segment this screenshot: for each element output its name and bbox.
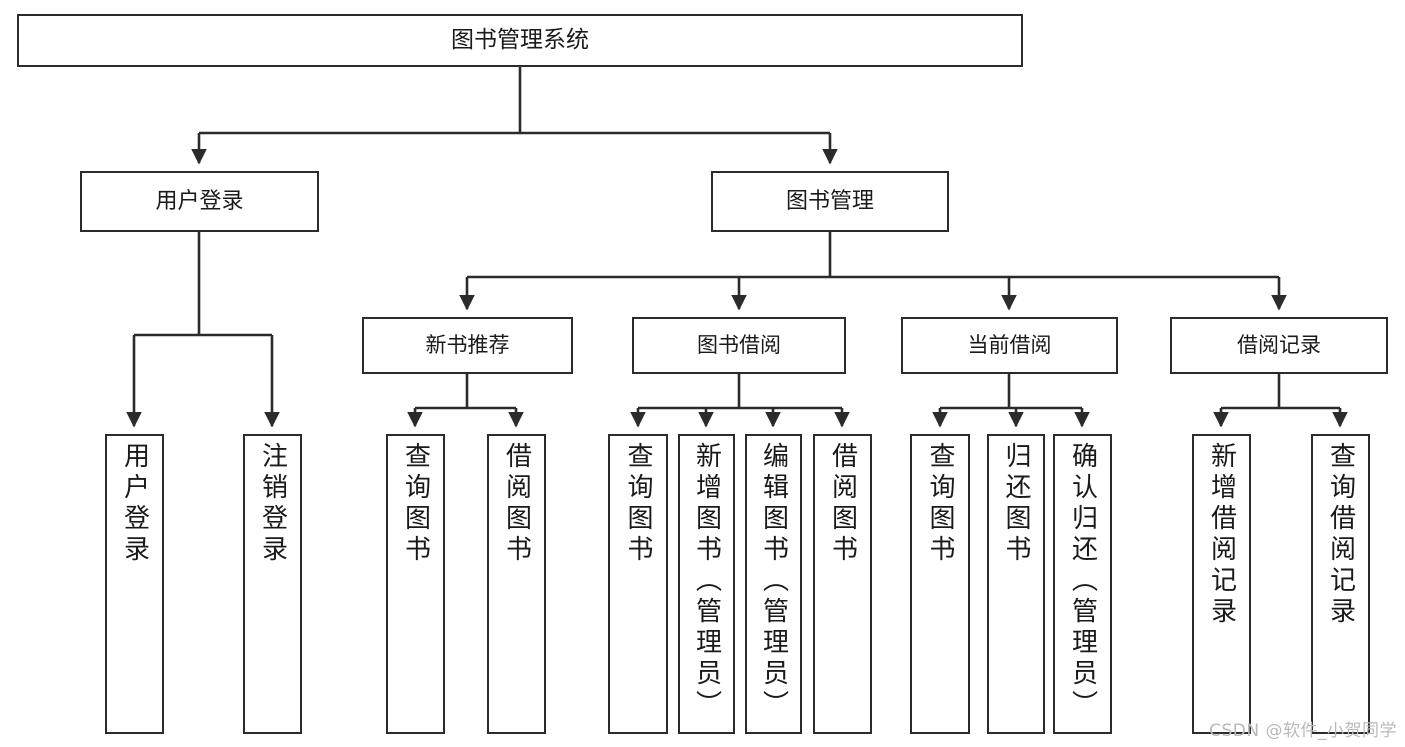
csdn-watermark: CSDN @软件_小贺同学	[1209, 721, 1397, 741]
node-user-login-label: 用户登录	[155, 188, 244, 214]
node-leaf-add-record[interactable]: 新增借阅记录	[1192, 434, 1251, 734]
node-root[interactable]: 图书管理系统	[17, 14, 1023, 67]
node-leaf-borrow-book-rec-label: 借阅图书	[501, 442, 532, 566]
node-leaf-edit-book-label: 编辑图书（管理员）	[758, 442, 789, 721]
node-root-label: 图书管理系统	[451, 27, 589, 53]
node-user-login[interactable]: 用户登录	[80, 171, 319, 232]
node-leaf-edit-book[interactable]: 编辑图书（管理员）	[745, 434, 802, 734]
node-leaf-query-record-label: 查询借阅记录	[1325, 442, 1356, 628]
node-borrow-record[interactable]: 借阅记录	[1170, 317, 1388, 374]
node-book-manage-label: 图书管理	[785, 188, 874, 214]
node-leaf-add-record-label: 新增借阅记录	[1206, 442, 1237, 628]
node-new-book-rec-label: 新书推荐	[425, 333, 510, 357]
node-leaf-return-book-label: 归还图书	[1001, 442, 1031, 566]
node-leaf-confirm-return-label: 确认归还（管理员）	[1067, 442, 1098, 721]
node-leaf-borrow-book-label: 借阅图书	[827, 442, 858, 566]
node-book-borrow[interactable]: 图书借阅	[632, 317, 846, 374]
node-leaf-query-book-rec-label: 查询图书	[400, 442, 431, 566]
node-leaf-query-book[interactable]: 查询图书	[608, 434, 668, 734]
node-leaf-add-book-label: 新增图书（管理员）	[691, 442, 722, 721]
node-leaf-query-record[interactable]: 查询借阅记录	[1311, 434, 1370, 734]
node-leaf-add-book[interactable]: 新增图书（管理员）	[678, 434, 735, 734]
node-new-book-rec[interactable]: 新书推荐	[362, 317, 573, 374]
node-book-manage[interactable]: 图书管理	[711, 171, 949, 232]
node-leaf-borrow-book[interactable]: 借阅图书	[813, 434, 872, 734]
node-current-borrow[interactable]: 当前借阅	[901, 317, 1118, 374]
node-leaf-user-logout[interactable]: 注销登录	[243, 434, 302, 734]
node-leaf-user-login-label: 用户登录	[119, 442, 150, 566]
node-leaf-user-logout-label: 注销登录	[257, 442, 288, 566]
node-book-borrow-label: 图书借阅	[697, 333, 781, 357]
node-borrow-record-label: 借阅记录	[1237, 333, 1321, 357]
node-leaf-query-book-rec[interactable]: 查询图书	[386, 434, 445, 734]
node-leaf-borrow-book-rec[interactable]: 借阅图书	[487, 434, 546, 734]
node-leaf-confirm-return[interactable]: 确认归还（管理员）	[1053, 434, 1112, 734]
node-leaf-return-book[interactable]: 归还图书	[987, 434, 1045, 734]
node-leaf-query-book-cur-label: 查询图书	[925, 442, 955, 566]
node-leaf-query-book-label: 查询图书	[623, 442, 653, 566]
node-leaf-query-book-cur[interactable]: 查询图书	[910, 434, 970, 734]
node-current-borrow-label: 当前借阅	[967, 333, 1052, 357]
node-leaf-user-login[interactable]: 用户登录	[105, 434, 164, 734]
